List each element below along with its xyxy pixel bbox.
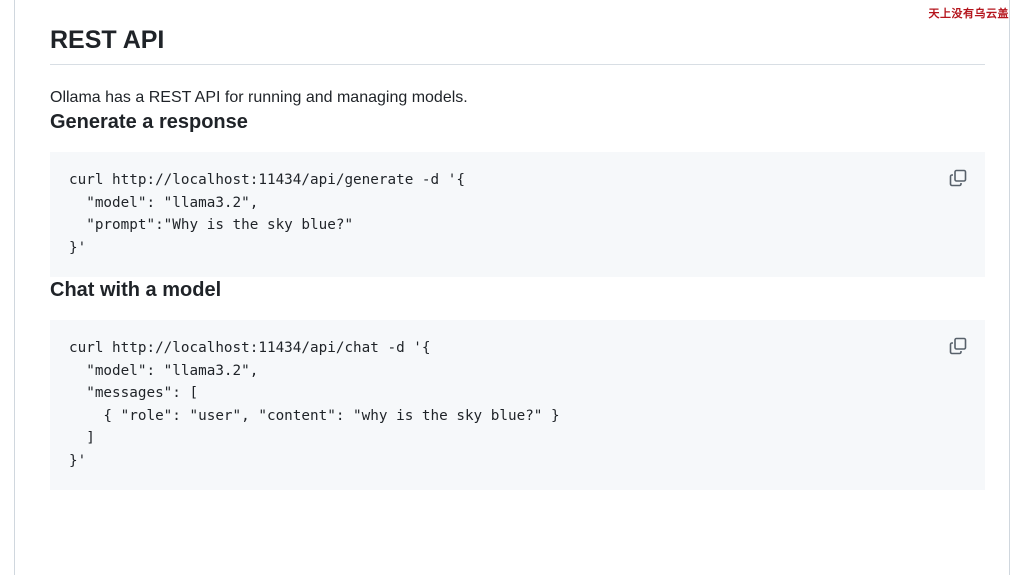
code-snippet-generate[interactable]: curl http://localhost:11434/api/generate… [69, 172, 465, 256]
code-block-chat: curl http://localhost:11434/api/chat -d … [50, 320, 985, 490]
page-frame [14, 0, 1010, 575]
copy-button-chat[interactable] [948, 336, 968, 356]
copy-icon [949, 169, 967, 187]
page-title: REST API [50, 24, 985, 65]
section-heading-chat: Chat with a model [50, 279, 222, 301]
copy-button-generate[interactable] [948, 168, 968, 188]
section-heading-generate: Generate a response [50, 111, 248, 133]
watermark-text: 天上没有乌云盖 [928, 7, 1009, 20]
readme-article: REST API Ollama has a REST API for runni… [50, 0, 985, 490]
code-block-generate: curl http://localhost:11434/api/generate… [50, 152, 985, 277]
intro-paragraph: Ollama has a REST API for running and ma… [50, 89, 468, 106]
copy-icon [949, 337, 967, 355]
code-snippet-chat[interactable]: curl http://localhost:11434/api/chat -d … [69, 340, 560, 469]
